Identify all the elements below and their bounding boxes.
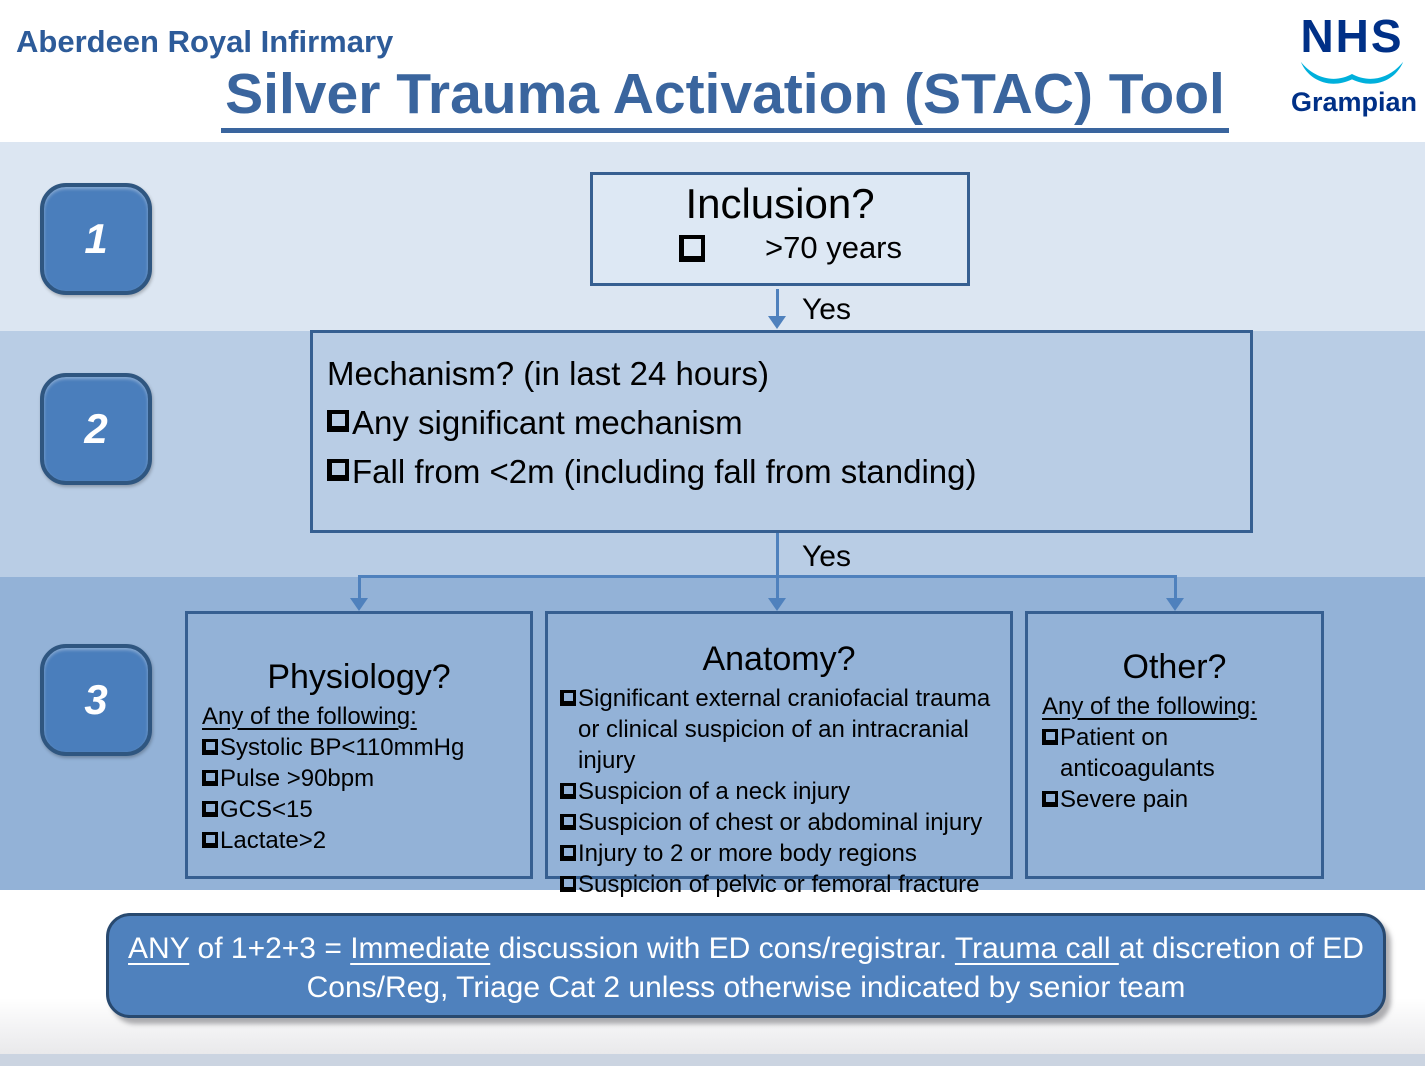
checkbox-icon xyxy=(560,783,576,800)
other-body: Any of the following: Patient on anticoa… xyxy=(1028,691,1321,815)
branch-line-center xyxy=(776,575,779,601)
anatomy-item-row: Suspicion of a neck injury xyxy=(560,776,1004,807)
step-number: 1 xyxy=(84,215,108,262)
inclusion-title: Inclusion? xyxy=(685,180,875,227)
mechanism-title: Mechanism? (in last 24 hours) xyxy=(327,355,770,392)
checkbox-icon xyxy=(202,832,218,849)
step-number: 3 xyxy=(84,676,108,723)
checkbox-icon xyxy=(1042,791,1058,808)
other-item: Patient on anticoagulants xyxy=(1060,724,1215,783)
nhs-swoosh-icon xyxy=(1300,62,1404,84)
inclusion-box: Inclusion? >70 years xyxy=(590,172,970,286)
arrow-down-icon xyxy=(768,598,786,611)
physiology-item: Lactate>2 xyxy=(220,827,327,855)
checkbox-icon xyxy=(560,876,576,893)
mechanism-box: Mechanism? (in last 24 hours) Any signif… xyxy=(310,330,1253,533)
nhs-wordmark: NHS xyxy=(1300,10,1404,62)
anatomy-item: Suspicion of pelvic or femoral fracture xyxy=(578,871,980,899)
checkbox-icon xyxy=(202,739,218,756)
step-3-badge: 3 xyxy=(40,644,152,756)
mechanism-item-row: Any significant mechanism xyxy=(327,398,1240,447)
physiology-item-row: Systolic BP<110mmHg xyxy=(202,732,524,763)
step-number: 2 xyxy=(84,405,108,452)
other-item: Severe pain xyxy=(1060,786,1189,814)
checkbox-icon xyxy=(327,410,349,432)
anatomy-item-row: Suspicion of chest or abdominal injury xyxy=(560,807,1004,838)
physiology-title: Physiology? xyxy=(267,658,451,696)
branch-line-right xyxy=(1174,575,1177,601)
bottom-strip xyxy=(0,1054,1425,1066)
step-1-badge: 1 xyxy=(40,183,152,295)
anatomy-item: Significant external craniofacial trauma… xyxy=(578,685,991,775)
other-item-row: Severe pain xyxy=(1042,784,1315,815)
physiology-box: Physiology? Any of the following: Systol… xyxy=(185,611,533,879)
physiology-item-row: Pulse >90bpm xyxy=(202,763,524,794)
physiology-item-row: Lactate>2 xyxy=(202,825,524,856)
anatomy-item: Injury to 2 or more body regions xyxy=(578,840,917,868)
physiology-item: Systolic BP<110mmHg xyxy=(220,734,465,762)
down-arrow-line-1 xyxy=(776,289,779,319)
page-title-wrap: Silver Trauma Activation (STAC) Tool xyxy=(180,63,1270,133)
other-box: Other? Any of the following: Patient on … xyxy=(1025,611,1324,879)
physiology-item: Pulse >90bpm xyxy=(220,765,375,793)
summary-banner: ANY of 1+2+3 = Immediate discussion with… xyxy=(106,913,1386,1018)
mechanism-item: Any significant mechanism xyxy=(352,404,743,441)
connector-stem xyxy=(776,533,779,578)
step-2-badge: 2 xyxy=(40,373,152,485)
inclusion-item-row: >70 years xyxy=(679,230,967,266)
checkbox-icon xyxy=(327,459,349,481)
checkbox-icon xyxy=(1042,729,1058,746)
checkbox-icon xyxy=(560,845,576,862)
physiology-item-row: GCS<15 xyxy=(202,794,524,825)
anatomy-item: Suspicion of a neck injury xyxy=(578,778,851,806)
anatomy-item-row: Significant external craniofacial trauma… xyxy=(560,683,1004,776)
other-item-row: Patient on anticoagulants xyxy=(1042,722,1315,784)
other-subtitle: Any of the following: xyxy=(1042,693,1257,721)
arrow-down-icon xyxy=(1166,598,1184,611)
nhs-region: Grampian xyxy=(1291,87,1418,118)
arrow-down-icon xyxy=(350,598,368,611)
checkbox-icon xyxy=(679,234,705,262)
checkbox-icon xyxy=(560,814,576,831)
anatomy-item-row: Injury to 2 or more body regions xyxy=(560,838,1004,869)
physiology-subtitle: Any of the following: xyxy=(202,703,417,731)
anatomy-body: Significant external craniofacial trauma… xyxy=(548,683,1010,900)
anatomy-title: Anatomy? xyxy=(702,640,856,678)
mechanism-item-row: Fall from <2m (including fall from stand… xyxy=(327,447,1240,496)
org-name: Aberdeen Royal Infirmary xyxy=(16,24,394,59)
page-title: Silver Trauma Activation (STAC) Tool xyxy=(221,63,1229,133)
yes-label-2: Yes xyxy=(802,540,851,573)
connector-hline xyxy=(358,575,1177,578)
inclusion-item: >70 years xyxy=(765,230,903,266)
anatomy-box: Anatomy? Significant external craniofaci… xyxy=(545,611,1013,898)
branch-line-left xyxy=(358,575,361,601)
banner-line-2: Cons/Reg, Triage Cat 2 unless otherwise … xyxy=(306,971,1186,1004)
checkbox-icon xyxy=(560,690,576,707)
other-title: Other? xyxy=(1122,648,1227,686)
anatomy-item-row: Suspicion of pelvic or femoral fracture xyxy=(560,869,1004,900)
checkbox-icon xyxy=(202,770,218,787)
physiology-body: Any of the following: Systolic BP<110mmH… xyxy=(188,701,530,856)
yes-label-1: Yes xyxy=(802,293,851,326)
anatomy-item: Suspicion of chest or abdominal injury xyxy=(578,809,983,837)
arrow-down-icon xyxy=(768,316,786,329)
mechanism-item: Fall from <2m (including fall from stand… xyxy=(352,453,977,490)
nhs-grampian-logo: NHS Grampian xyxy=(1291,10,1418,118)
banner-line-1: ANY of 1+2+3 = Immediate discussion with… xyxy=(128,932,1364,965)
checkbox-icon xyxy=(202,801,218,818)
physiology-item: GCS<15 xyxy=(220,796,313,824)
